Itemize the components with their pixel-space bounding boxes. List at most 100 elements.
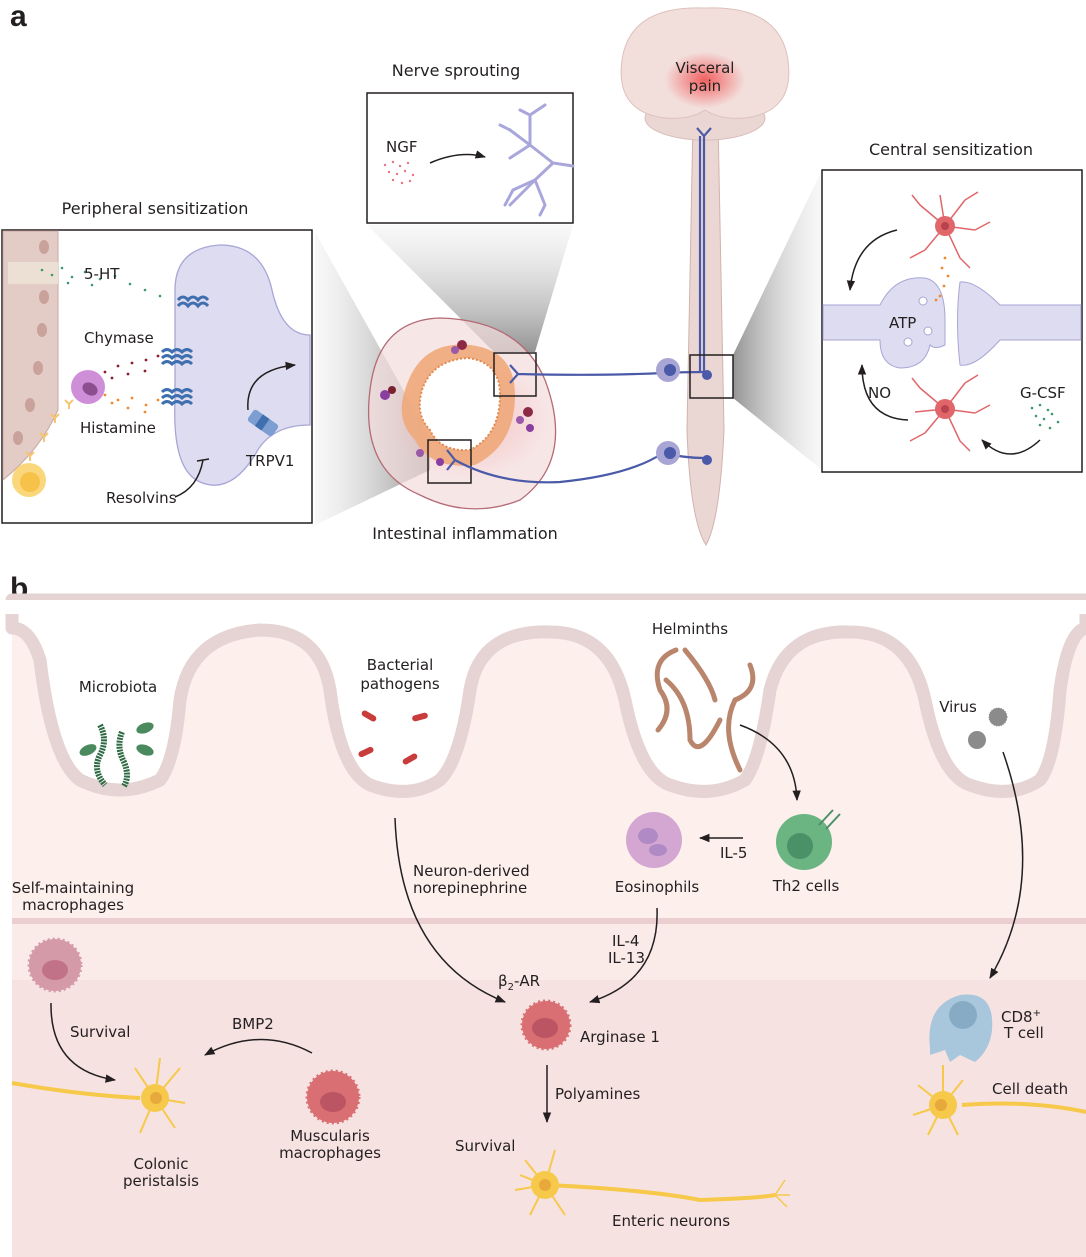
ngf-dots	[383, 160, 415, 185]
vesicles	[903, 296, 933, 347]
gpcr-receptors	[160, 295, 210, 407]
muscularis-mucosae	[12, 918, 1086, 924]
virus-icon	[968, 707, 1008, 749]
survival-left-arrow	[50, 1002, 117, 1083]
no-arrow	[857, 363, 909, 421]
label-gcsf: G-CSF	[1020, 384, 1066, 402]
inhibit-bar	[196, 458, 210, 462]
label-pathogens: pathogens	[360, 675, 440, 693]
label-no: NO	[868, 384, 891, 402]
label-il5: IL-5	[720, 844, 747, 862]
enteric-neuron-left	[11, 1057, 186, 1134]
enterochromaffin-cell	[8, 262, 58, 284]
enteric-neuron-center	[514, 1149, 790, 1216]
ngf-arrow	[429, 150, 487, 164]
zoom-cone-central	[733, 170, 822, 470]
label-norepinephrine: norepinephrine	[413, 879, 527, 897]
arginase-macrophage-icon	[520, 999, 572, 1051]
label-self-maintaining: Self-maintaining	[12, 879, 134, 897]
drg-neuron-lower	[656, 441, 680, 465]
zoom-box-central	[689, 354, 734, 399]
epithelial-lining	[5, 593, 1086, 798]
afferent-nerves	[446, 354, 734, 484]
label-th2: Th2 cells	[772, 877, 840, 895]
brain-spinal-cord: Visceral pain	[620, 7, 790, 546]
muscularis-macrophage-icon	[305, 1069, 361, 1125]
pain-glow	[665, 52, 745, 108]
inflammation-title: Intestinal inflammation	[372, 524, 558, 543]
label-t-cell: T cell	[1003, 1024, 1044, 1042]
peripheral-title: Peripheral sensitization	[62, 199, 249, 218]
mast-cell-icon	[71, 370, 105, 404]
intestine-cross-section: Intestinal inflammation	[367, 317, 558, 543]
histamine-dots	[103, 393, 160, 414]
resolvins-inhibit-line	[174, 459, 204, 498]
ige-antibodies	[25, 399, 74, 461]
bacterial-pathogens-icon	[358, 710, 428, 765]
label-bacterial: Bacterial	[367, 656, 434, 674]
label-peristalsis: peristalsis	[123, 1172, 199, 1190]
beta-subscript: 2	[508, 982, 514, 993]
zoom-cone-sprouting	[367, 225, 573, 352]
virus-to-tcell-arrow	[989, 751, 1024, 979]
zoom-box-peripheral	[427, 439, 472, 484]
nerve-sprouting-box: Nerve sprouting NGF	[366, 61, 575, 224]
peripheral-sensitization-box: Peripheral sensitization	[1, 199, 313, 524]
immune-cells	[380, 340, 534, 466]
label-cell-death: Cell death	[992, 1080, 1068, 1098]
central-title: Central sensitization	[869, 140, 1033, 159]
label-arginase: Arginase 1	[580, 1028, 660, 1046]
astrocyte-to-synapse-arrow	[846, 229, 898, 292]
beta-suffix: -AR	[514, 972, 540, 990]
helminth-to-th2-arrow	[739, 724, 801, 802]
label-chymase: Chymase	[84, 329, 154, 347]
trpv1-channel-icon	[247, 409, 279, 437]
label-colonic: Colonic	[134, 1155, 189, 1173]
nerve-sprouting-title: Nerve sprouting	[392, 61, 520, 80]
label-microbiota: Microbiota	[79, 678, 157, 696]
label-eosinophils: Eosinophils	[615, 878, 700, 896]
label-enteric-neurons: Enteric neurons	[612, 1212, 730, 1230]
microbiota-icon	[79, 722, 154, 788]
spinal-tract	[696, 127, 712, 372]
beta-symbol: β	[498, 972, 508, 990]
label-survival-left: Survival	[70, 1023, 130, 1041]
label-muscularis-macrophages: macrophages	[279, 1144, 381, 1162]
label-macrophages-top: macrophages	[22, 896, 124, 914]
label-il4: IL-4	[612, 932, 639, 950]
label-trpv1: TRPV1	[245, 452, 294, 470]
self-maintaining-macrophage-icon	[27, 937, 83, 993]
cd8-t-cell-icon	[929, 994, 993, 1062]
label-visceral: Visceral	[676, 59, 735, 77]
norepinephrine-arrow	[394, 817, 506, 1003]
label-beta2-ar: β2-AR	[498, 972, 540, 993]
submucosa-layer	[12, 920, 1086, 980]
label-resolvins: Resolvins	[106, 489, 177, 507]
helminths-icon	[654, 647, 756, 773]
epithelial-nuclei	[13, 240, 49, 445]
chymase-dots	[103, 354, 160, 380]
label-cd8: CD8+	[1001, 1008, 1041, 1026]
label-neuron-derived: Neuron-derived	[413, 862, 530, 880]
cd8-superscript: +	[1033, 1008, 1041, 1019]
gcsf-dots	[1030, 403, 1060, 430]
spinal-cord	[686, 119, 725, 546]
signal-arrow	[247, 361, 297, 411]
central-sensitization-box: Central sensitization ATP NO G-CSF	[821, 140, 1083, 473]
label-muscularis: Muscularis	[290, 1127, 370, 1145]
enteric-neuron-right	[912, 1065, 1086, 1136]
sprouting-nerve-icon	[498, 103, 575, 217]
label-histamine: Histamine	[80, 419, 156, 437]
atp-dots	[934, 256, 950, 302]
label-5ht: 5-HT	[84, 265, 120, 283]
label-helminths: Helminths	[652, 620, 728, 638]
astrocyte-lower	[909, 374, 991, 452]
label-polyamines: Polyamines	[555, 1085, 640, 1103]
serotonin-dots	[40, 266, 162, 298]
label-atp: ATP	[889, 314, 916, 332]
eosinophil-icon	[626, 812, 682, 868]
astrocyte-upper	[909, 191, 991, 269]
label-survival-center: Survival	[455, 1137, 515, 1155]
th2-cell-icon	[776, 809, 841, 870]
